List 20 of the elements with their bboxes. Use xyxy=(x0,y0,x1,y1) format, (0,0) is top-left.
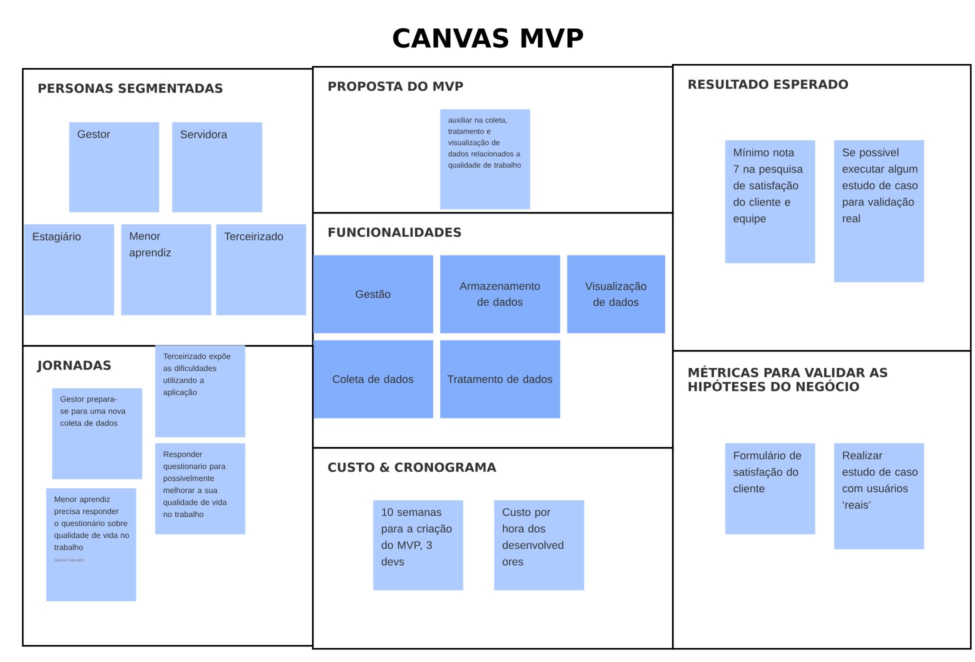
sticky-note: 10 semanas para a criação do MVP, 3 devs xyxy=(373,500,464,590)
sticky-note: Gestão xyxy=(313,255,434,334)
sticky-note: Coleta de dados xyxy=(313,340,434,418)
sticky-note: Responder questionario para possivelmente melhorar a sua qualidade de vida no trabalho xyxy=(155,443,246,534)
sticky-note: Estagiário xyxy=(24,224,114,316)
sticky-note: Armazenamento de dados xyxy=(440,255,560,334)
sticky-note: Gestor prepara-se para uma nova coleta de dados xyxy=(52,388,142,480)
sticky-note: Realizar estudo de caso com usuários ‘reais’ xyxy=(834,443,924,550)
title: CANVAS MVP xyxy=(393,28,584,48)
sticky-note: Servidora xyxy=(172,122,262,212)
sticky-note: Custo por hora dos desenvolved ores xyxy=(494,500,584,590)
sticky-note: Mínimo nota 7 na pesquisa de satisfação do cliente e equipe xyxy=(725,140,816,264)
sticky-note: Menor aprendiz xyxy=(121,224,212,316)
sticky-note: Tratamento de dados xyxy=(440,340,560,418)
sticky-note: Terceirizado xyxy=(216,224,306,316)
sticky-note: Se possivel executar algum estudo de caso para validação real xyxy=(834,140,924,282)
sticky-note: Formulário de satisfação do cliente xyxy=(725,443,816,534)
sticky-note: Visualização de dados xyxy=(567,255,666,334)
sticky-note: Terceirizado expõe as dificuldades utilizando a aplicação xyxy=(155,345,246,438)
sticky-note: Gestor xyxy=(69,122,160,212)
